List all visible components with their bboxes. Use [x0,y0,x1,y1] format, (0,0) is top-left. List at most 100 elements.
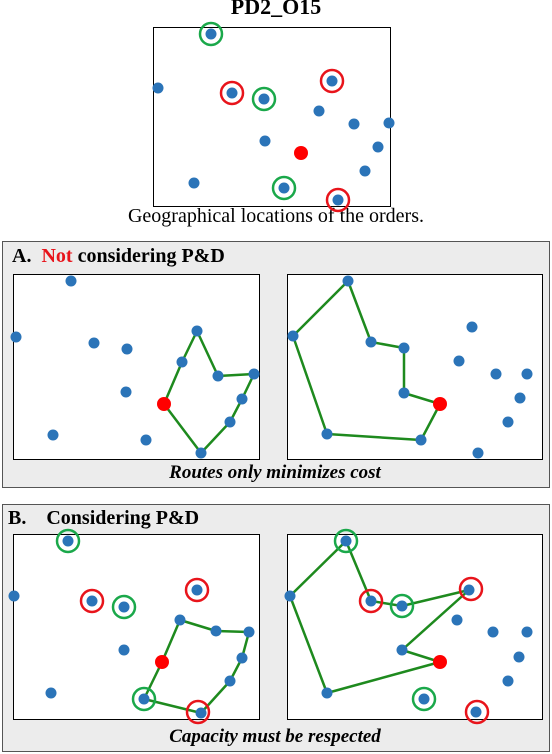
order-node [248,368,260,380]
order-node [470,706,482,718]
order-node [258,93,270,105]
order-node [415,434,427,446]
order-node [174,614,186,626]
panel-a-letter: A. [12,245,32,267]
order-node [118,644,130,656]
order-node [243,626,255,638]
order-node [463,584,475,596]
depot-node [155,655,169,669]
order-node [212,370,224,382]
order-node [121,343,133,355]
order-node [342,275,354,287]
order-node [418,693,430,705]
order-node [321,687,333,699]
delivery-ring [185,699,211,725]
order-node [86,595,98,607]
panel-a-not: Not [41,245,73,267]
order-node [138,693,150,705]
route-line [288,539,471,695]
pickup-ring [411,686,437,712]
panel-b-heading: B. Considering P&D [8,507,199,530]
pickup-ring [333,528,359,554]
order-node [472,447,484,459]
order-node [278,182,290,194]
order-node [152,82,164,94]
order-node [396,600,408,612]
depot-node [433,397,447,411]
route-line [291,279,442,442]
order-node [210,625,222,637]
panel-a-heading: A. Not considering P&D [12,245,225,268]
order-node [398,342,410,354]
pickup-ring [389,593,415,619]
delivery-ring [184,577,210,603]
delivery-ring [325,187,351,213]
order-node [453,355,465,367]
panel-a-right-map [287,274,543,460]
order-node [120,386,132,398]
order-node [340,535,352,547]
order-node [502,416,514,428]
order-node [195,447,207,459]
order-node [191,584,203,596]
order-node [321,428,333,440]
order-node [62,535,74,547]
order-node [313,105,325,117]
order-node [284,590,296,602]
order-node [513,651,525,663]
order-node [236,652,248,664]
order-node [224,416,236,428]
panel-b-letter: B. [8,507,27,529]
order-node [466,321,478,333]
panel-b-caption: Capacity must be respected [169,726,381,747]
delivery-ring [464,699,490,725]
order-node [383,117,395,129]
delivery-ring [219,80,245,106]
order-node [487,626,499,638]
order-node [451,614,463,626]
order-node [326,75,338,87]
panel-a-left-map [13,274,260,460]
page-title: PD2_O15 [230,0,322,19]
pickup-ring [131,686,157,712]
order-node [188,177,200,189]
order-node [348,118,360,130]
order-node [332,194,344,206]
order-node [176,356,188,368]
pickup-ring [55,528,81,554]
order-node [195,707,207,719]
pickup-ring [271,175,297,201]
order-node [359,165,371,177]
overview-map [153,27,391,207]
order-node [514,392,526,404]
order-node [521,626,533,638]
route-line [162,329,256,455]
overview-caption: Geographical locations of the orders. [127,205,424,227]
pickup-ring [198,21,224,47]
order-node [65,275,77,287]
order-node [365,595,377,607]
order-node [140,434,152,446]
order-node [502,675,514,687]
order-node [287,330,299,342]
delivery-ring [358,588,384,614]
order-node [205,28,217,40]
pickup-ring [111,594,137,620]
order-node [259,135,271,147]
order-node [521,368,533,380]
depot-node [294,146,308,160]
panel-b-heading-text: Considering P&D [46,507,200,529]
depot-node [157,397,171,411]
order-node [8,590,20,602]
order-node [365,336,377,348]
order-node [226,87,238,99]
order-node [47,429,59,441]
order-node [224,675,236,687]
order-node [372,141,384,153]
order-node [398,387,410,399]
delivery-ring [458,576,484,602]
panel-a-heading-rest: considering P&D [72,245,225,267]
depot-node [433,655,447,669]
order-node [10,331,22,343]
